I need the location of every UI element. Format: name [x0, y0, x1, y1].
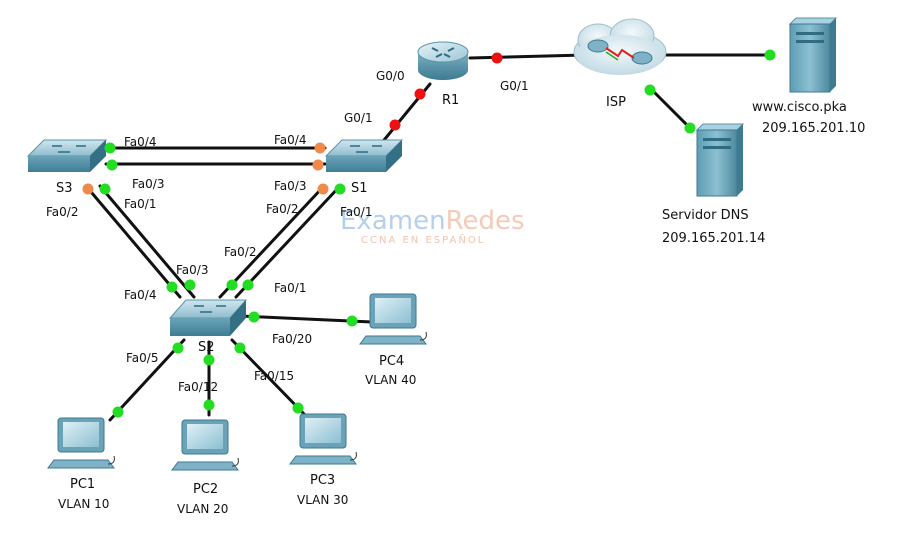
port-r1-g00: G0/0 [376, 69, 405, 83]
lightning-icon [605, 47, 635, 59]
label-pc3: PC3 [310, 473, 336, 488]
port-s2-fa04: Fa0/4 [124, 288, 157, 302]
router-r1[interactable] [417, 41, 469, 80]
link-dot-s2-fa15 [234, 342, 246, 354]
label-r1: R1 [442, 93, 460, 108]
cable-s1-s2-fa01 [234, 184, 342, 299]
link-dot-pc3 [292, 402, 304, 414]
label-pc2: PC2 [193, 482, 219, 497]
pc-pc2[interactable] [171, 419, 239, 471]
link-dot-s3-fa01 [99, 183, 111, 195]
server-dns[interactable] [695, 123, 745, 197]
switch-s2[interactable] [168, 299, 248, 336]
link-status-dots [82, 49, 776, 418]
port-s1-fa03: Fa0/3 [274, 179, 307, 193]
label-pc1-vlan: VLAN 10 [58, 497, 110, 511]
link-dot-s2-fa04 [166, 281, 178, 293]
cable-r1-isp [468, 53, 587, 60]
pc-pc3[interactable] [289, 413, 357, 465]
link-dot-s2-fa20 [248, 311, 260, 323]
server-web[interactable] [788, 17, 838, 93]
link-dot-s3-fa03 [106, 159, 118, 171]
port-s2-fa02: Fa0/2 [224, 245, 257, 259]
link-dot-s1-fa04 [314, 142, 326, 154]
link-dot-pc4 [346, 315, 358, 327]
link-dot-s3-fa02 [82, 183, 94, 195]
port-s1-fa01: Fa0/1 [340, 205, 373, 219]
label-pc4-vlan: VLAN 40 [365, 373, 417, 387]
label-dns-server-ip: 209.165.201.14 [662, 231, 766, 246]
port-s1-fa02: Fa0/2 [266, 202, 299, 216]
port-s2-fa15: Fa0/15 [254, 369, 295, 383]
link-dot-s3-fa04 [104, 142, 116, 154]
port-s1-fa04: Fa0/4 [274, 133, 307, 147]
port-s2-fa20: Fa0/20 [272, 332, 313, 346]
port-s3-fa03: Fa0/3 [132, 177, 165, 191]
watermark-part2: Redes [445, 206, 525, 236]
label-dns-server: Servidor DNS [662, 208, 749, 223]
link-dot-s2-fa12 [203, 354, 215, 366]
label-s2: S2 [198, 340, 215, 355]
port-s2-fa05: Fa0/5 [126, 351, 159, 365]
label-s3: S3 [56, 181, 73, 196]
cables [84, 53, 774, 422]
port-s3-fa01: Fa0/1 [124, 197, 157, 211]
label-pc1: PC1 [70, 477, 96, 492]
label-web-server-ip: 209.165.201.10 [762, 121, 866, 136]
link-dot-isp-dns-a [644, 84, 656, 96]
watermark-tagline: CCNA EN ESPAÑOL [361, 235, 486, 246]
link-dot-s2-fa02 [226, 279, 238, 291]
label-s1: S1 [351, 181, 368, 196]
pc-pc4[interactable] [359, 293, 427, 345]
watermark-logo: ExamenRedes [340, 208, 525, 234]
link-dot-s1-fa02 [317, 183, 329, 195]
link-dot-pc2 [203, 399, 215, 411]
label-pc2-vlan: VLAN 20 [177, 502, 229, 516]
link-dot-s2-fa01 [242, 279, 254, 291]
label-isp: ISP [606, 95, 626, 110]
port-s3-fa02: Fa0/2 [46, 205, 79, 219]
port-s2-fa12: Fa0/12 [178, 380, 219, 394]
port-s2-fa03: Fa0/3 [176, 263, 209, 277]
cable-s2-pc1 [108, 338, 186, 422]
cable-s1-s2-fa02 [218, 184, 326, 299]
link-dot-s1-fa01 [334, 183, 346, 195]
label-pc3-vlan: VLAN 30 [297, 493, 349, 507]
link-dot-isp-web [764, 49, 776, 61]
port-s3-fa04: Fa0/4 [124, 135, 157, 149]
link-dot-r1-g01 [491, 52, 503, 64]
cable-isp-dns [648, 86, 694, 132]
port-s2-fa01: Fa0/1 [274, 281, 307, 295]
switch-s1[interactable] [324, 139, 404, 172]
pc-pc1[interactable] [47, 417, 115, 469]
link-dot-pc1 [112, 406, 124, 418]
label-pc4: PC4 [379, 354, 405, 369]
port-r1-g01: G0/1 [344, 111, 373, 125]
link-dot-r1-g00 [389, 119, 401, 131]
link-dot-isp-dns-b [684, 122, 696, 134]
switch-s3[interactable] [26, 139, 108, 172]
label-web-server: www.cisco.pka [752, 100, 847, 115]
isp-cloud[interactable] [573, 18, 667, 75]
watermark-part1: Examen [340, 206, 446, 236]
cable-s3-s2-fa01 [98, 184, 196, 299]
cable-s2-pc3 [230, 338, 307, 417]
cable-s3-s2-fa02 [84, 184, 182, 299]
link-dot-s2-fa05 [172, 342, 184, 354]
port-isp-g01: G0/1 [500, 79, 529, 93]
link-dot-s2-fa03 [184, 279, 196, 291]
link-dot-s1-fa03 [312, 159, 324, 171]
link-dot-r1-g00b [414, 88, 426, 100]
